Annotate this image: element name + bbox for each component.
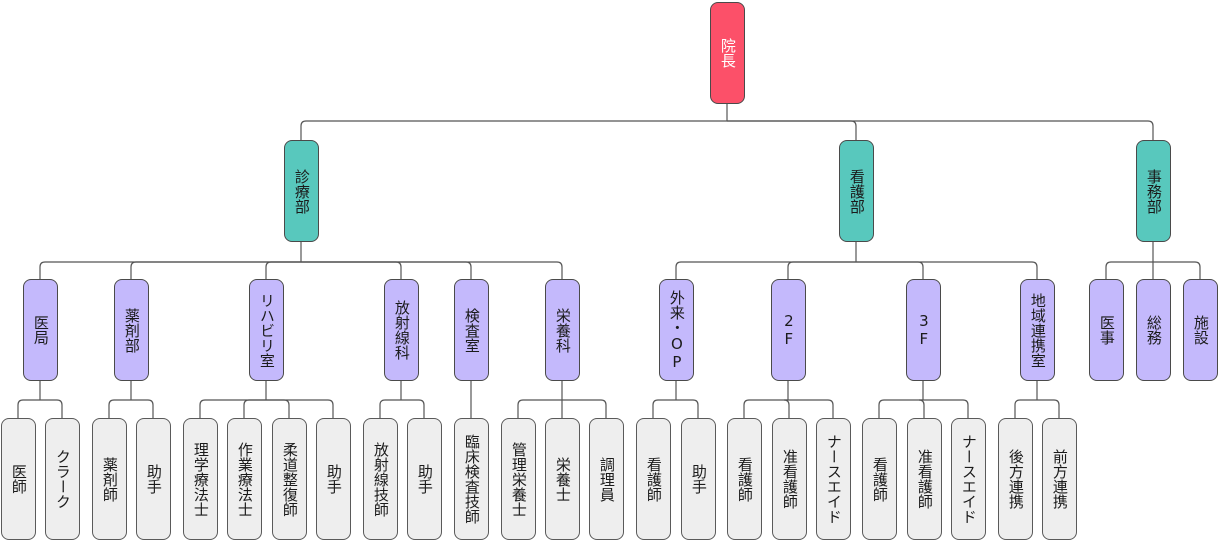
node-role[interactable]: 臨床検査技師 (453, 418, 489, 540)
node-role[interactable]: 調理員 (588, 418, 624, 540)
connector-branch (878, 399, 923, 418)
node-department[interactable]: 医局 (22, 279, 58, 381)
connector-branch (562, 399, 607, 418)
connector-branch (727, 120, 1154, 140)
connector-branch (1105, 261, 1153, 279)
node-role[interactable]: 助手 (135, 418, 171, 540)
node-role[interactable]: ナースエイド (815, 418, 851, 540)
node-role[interactable]: 放射線技師 (362, 418, 398, 540)
connector-branch (783, 399, 790, 418)
connector-branch (401, 399, 425, 418)
connector-branch (727, 120, 857, 140)
connector-branch (108, 399, 131, 418)
connector-branch (39, 261, 301, 279)
connector-branch (130, 261, 301, 279)
node-role[interactable]: 看護師 (726, 418, 762, 540)
connector-branch (199, 399, 266, 418)
connector-branch (788, 399, 834, 418)
connector-branch (1014, 399, 1037, 418)
connector-branch (675, 261, 856, 279)
node-division[interactable]: 看護部 (838, 140, 874, 242)
node-role[interactable]: 助手 (680, 418, 716, 540)
node-role[interactable]: 柔道整復師 (271, 418, 307, 540)
connector-branch (243, 399, 266, 418)
connector-branch (265, 261, 301, 279)
connector-branch (40, 399, 63, 418)
connector-branch (301, 261, 563, 279)
connector-branch (923, 399, 969, 418)
connector-branch (379, 399, 401, 418)
node-department[interactable]: 医事 (1088, 279, 1124, 381)
connector-branch (266, 399, 290, 418)
node-root[interactable]: 院長 (709, 2, 745, 104)
connector-branch (131, 399, 154, 418)
connector-branch (17, 399, 40, 418)
node-role[interactable]: 医師 (0, 418, 36, 540)
node-department[interactable]: 2F (770, 279, 806, 381)
connector-branch (300, 120, 727, 140)
node-department[interactable]: 地域連携室 (1019, 279, 1055, 381)
connector-branch (918, 399, 925, 418)
connector-branch (517, 399, 562, 418)
node-department[interactable]: 3F (905, 279, 941, 381)
node-role[interactable]: 管理栄養士 (500, 418, 536, 540)
connector-branch (856, 261, 1038, 279)
node-role[interactable]: 看護師 (861, 418, 897, 540)
connector-branch (743, 399, 788, 418)
node-role[interactable]: 栄養士 (544, 418, 580, 540)
connector-branch (676, 399, 699, 418)
node-division[interactable]: 診療部 (283, 140, 319, 242)
node-role[interactable]: ナースエイド (950, 418, 986, 540)
node-division[interactable]: 事務部 (1135, 140, 1171, 242)
connector-branch (301, 261, 402, 279)
node-department[interactable]: 検査室 (453, 279, 489, 381)
node-role[interactable]: 助手 (315, 418, 351, 540)
node-department[interactable]: リハビリ室 (248, 279, 284, 381)
node-role[interactable]: 准看護師 (771, 418, 807, 540)
node-department[interactable]: 放射線科 (383, 279, 419, 381)
node-department[interactable]: 薬剤部 (113, 279, 149, 381)
node-department[interactable]: 外来・OP (658, 279, 694, 381)
connector-branch (301, 261, 472, 279)
node-role[interactable]: 後方連携 (997, 418, 1033, 540)
node-role[interactable]: 薬剤師 (91, 418, 127, 540)
node-department[interactable]: 栄養科 (544, 279, 580, 381)
node-role[interactable]: 理学療法士 (182, 418, 218, 540)
node-role[interactable]: 前方連携 (1041, 418, 1077, 540)
connector-branch (1153, 261, 1201, 279)
connector-branch (856, 261, 924, 279)
node-department[interactable]: 施設 (1182, 279, 1218, 381)
connector-branch (652, 399, 676, 418)
connector-branch (1037, 399, 1060, 418)
node-role[interactable]: クラーク (44, 418, 80, 540)
node-role[interactable]: 准看護師 (906, 418, 942, 540)
connector-branch (787, 261, 856, 279)
connector-branch (266, 399, 334, 418)
node-role[interactable]: 助手 (406, 418, 442, 540)
node-role[interactable]: 看護師 (635, 418, 671, 540)
node-department[interactable]: 総務 (1135, 279, 1171, 381)
node-role[interactable]: 作業療法士 (226, 418, 262, 540)
